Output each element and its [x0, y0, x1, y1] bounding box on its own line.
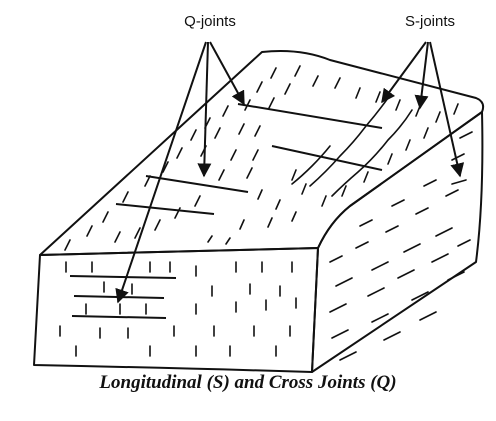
top-face-texture [64, 65, 467, 251]
figure-caption: Longitudinal (S) and Cross Joints (Q) [99, 372, 397, 393]
front-face-texture [59, 261, 297, 357]
s-joints-label: S-joints [405, 13, 455, 30]
s-joint-arrows [381, 41, 465, 178]
block-outline [33, 50, 485, 373]
q-joints-label: Q-joints [184, 13, 236, 30]
q-joint-arrows [115, 41, 245, 304]
q-joint-lines [69, 103, 383, 319]
right-face-texture [329, 131, 473, 361]
